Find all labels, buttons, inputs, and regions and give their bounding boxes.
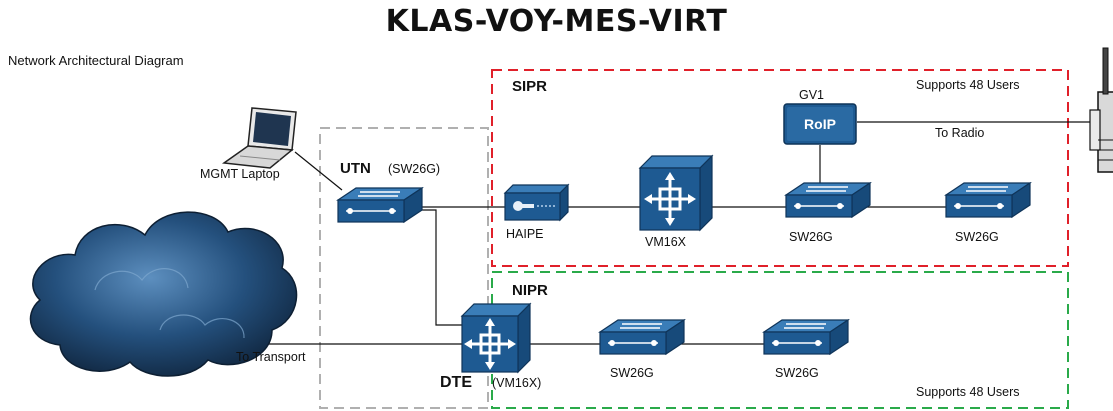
switch-nipr-1 — [598, 318, 686, 356]
switch-sipr-2 — [944, 181, 1032, 219]
laptop-icon — [221, 107, 297, 169]
radio-icon — [1089, 47, 1113, 173]
nipr-zone-label: NIPR — [512, 282, 548, 299]
dte-sub-label: (VM16X) — [492, 376, 542, 390]
utn-sub-label: (SW26G) — [388, 162, 441, 176]
haipe-label: HAIPE — [506, 227, 544, 241]
utn-label: UTN — [340, 160, 371, 177]
to-radio-label: To Radio — [935, 126, 985, 140]
sw26g-sipr-2-label: SW26G — [955, 230, 999, 244]
roip-label: RoIP — [804, 116, 836, 132]
sw26g-sipr-1-label: SW26G — [789, 230, 833, 244]
vm16x-sipr-label: VM16X — [645, 235, 686, 249]
vm16x-dte-device — [460, 302, 532, 374]
to-transport-label: To Transport — [236, 350, 306, 364]
sw26g-nipr-2-label: SW26G — [775, 366, 819, 380]
roip-device — [783, 103, 857, 145]
diagram-title: KLAS-VOY-MES-VIRT — [385, 4, 728, 39]
sipr-users-note: Supports 48 Users — [916, 78, 1020, 92]
switch-sipr-1 — [784, 181, 872, 219]
laptop-label: MGMT Laptop — [200, 167, 280, 181]
sipr-zone-box — [491, 69, 1069, 267]
sw26g-nipr-1-label: SW26G — [610, 366, 654, 380]
haipe-device — [503, 183, 570, 222]
cloud-icon — [29, 211, 298, 377]
dte-label: DTE — [440, 374, 472, 391]
sipr-zone-label: SIPR — [512, 78, 548, 95]
diagram-subtitle: Network Architectural Diagram — [8, 53, 184, 68]
link-utn-dte — [420, 209, 470, 326]
utn-zone-box — [319, 127, 489, 409]
nipr-zone-box — [491, 271, 1069, 409]
roip-top-label: GV1 — [799, 88, 825, 102]
nipr-users-note: Supports 48 Users — [916, 385, 1020, 399]
switch-nipr-2 — [762, 318, 850, 356]
switch-utn — [336, 186, 424, 224]
vm16x-sipr-device — [638, 154, 714, 232]
link-laptop-utn — [294, 151, 343, 191]
